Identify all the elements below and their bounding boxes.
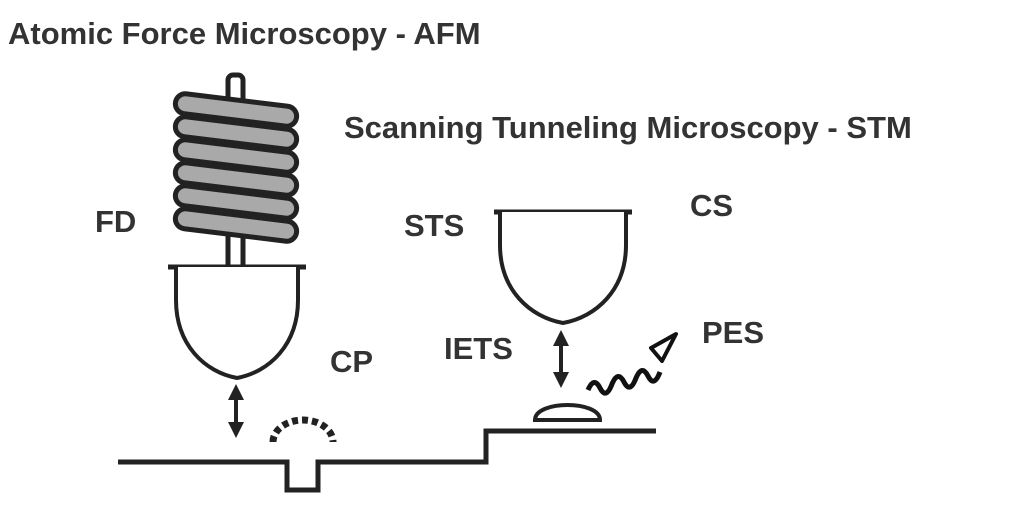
stm-tip-body — [498, 212, 628, 326]
afm-tip-body — [174, 267, 300, 381]
label-cs: CS — [690, 188, 733, 223]
substrate-surface — [118, 428, 656, 493]
afm-title: Atomic Force Microscopy - AFM — [8, 16, 481, 51]
dashed-arc — [269, 416, 337, 443]
label-sts: STS — [404, 208, 464, 243]
photon-wave — [585, 368, 663, 396]
spring-coil — [172, 183, 300, 221]
label-pes: PES — [702, 315, 764, 350]
spring-coil — [172, 206, 300, 244]
adsorbate-molecule — [532, 403, 603, 422]
spring-coil — [172, 91, 300, 129]
stm-tip — [494, 209, 632, 326]
afm-spring — [172, 72, 300, 272]
label-fd: FD — [95, 204, 136, 239]
spring-coil — [172, 114, 300, 152]
label-iets: IETS — [444, 331, 513, 366]
spring-coil — [172, 137, 300, 175]
photon-emission — [585, 332, 678, 396]
afm-tip — [168, 264, 306, 381]
photon-arrowhead-icon — [649, 332, 678, 363]
label-cp: CP — [330, 344, 373, 379]
stm-title: Scanning Tunneling Microscopy - STM — [344, 110, 912, 145]
spring-coil — [172, 160, 300, 198]
